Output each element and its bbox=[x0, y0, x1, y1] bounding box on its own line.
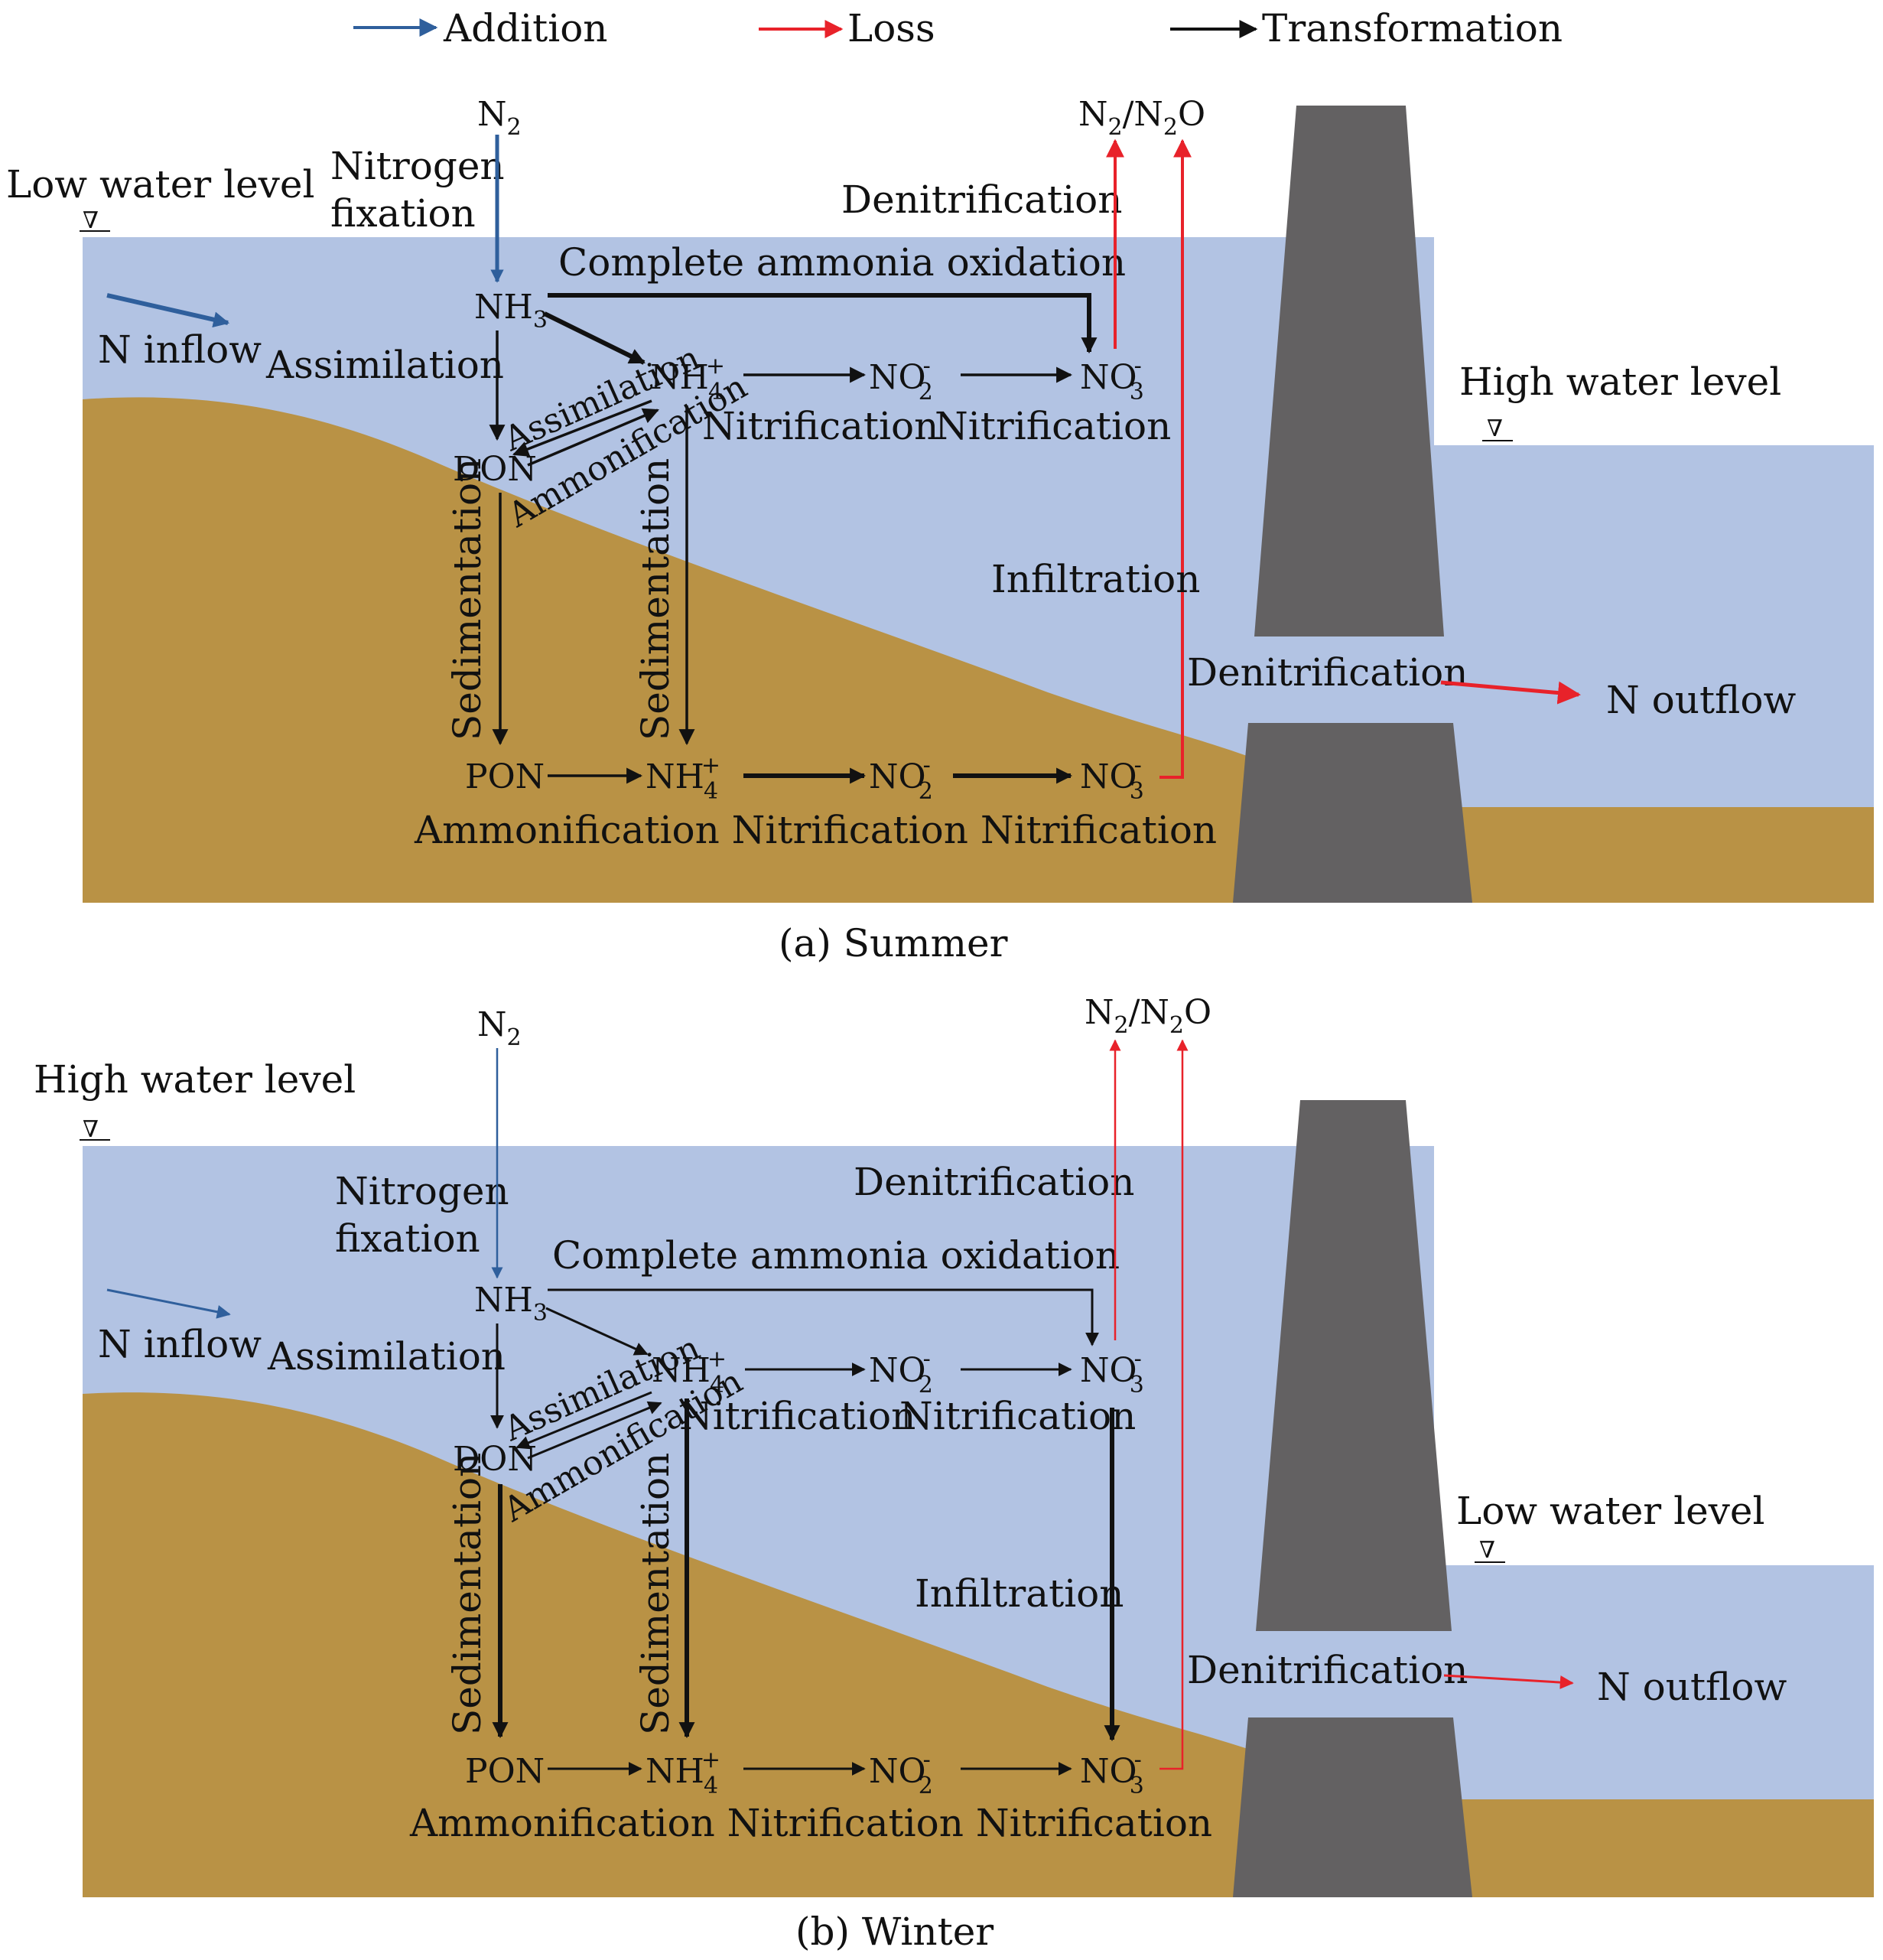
n-inflow-label: N inflow bbox=[98, 327, 262, 372]
panel-winter: High water level ∇ Low water level ∇ N2 … bbox=[34, 993, 1874, 1954]
high-water-level-label: High water level bbox=[1459, 360, 1781, 404]
gas-product: N2/N2O bbox=[1078, 95, 1205, 141]
low-water-level-label: Low water level bbox=[1456, 1489, 1765, 1533]
high-water-level-label: High water level bbox=[34, 1057, 356, 1102]
nitrogen-fixation-label: Nitrogen bbox=[330, 144, 505, 188]
assimilation-label: Assimilation bbox=[267, 1334, 506, 1379]
n-outflow-label: N outflow bbox=[1606, 678, 1796, 722]
no3-sediment-node: NO-3 bbox=[1080, 752, 1144, 805]
sedimentation-label: Sedimentation bbox=[445, 458, 489, 741]
nitrification-label: Nitrification bbox=[899, 1394, 1136, 1438]
no2-node: NO-2 bbox=[869, 1346, 933, 1398]
no2-sediment-node: NO-2 bbox=[869, 1747, 933, 1799]
comammox-arrow bbox=[548, 293, 1098, 354]
dam-lower-block bbox=[1233, 1717, 1472, 1897]
sediment-bed bbox=[83, 397, 1874, 903]
nh4-to-don-arrow bbox=[515, 1391, 652, 1450]
water-level-symbol: ∇ bbox=[83, 1116, 99, 1143]
panel-summer: Low water level ∇ High water level ∇ N2 … bbox=[6, 95, 1874, 965]
water-level-symbol: ∇ bbox=[83, 207, 99, 234]
nh3-to-nh4-arrow bbox=[543, 311, 646, 365]
comammox-arrow bbox=[548, 1288, 1099, 1346]
n-outflow-arrow bbox=[1443, 1674, 1574, 1690]
nh3-to-nh4-arrow bbox=[545, 1307, 649, 1356]
legend: Addition Loss Transformation bbox=[353, 6, 1563, 50]
nh4-sediment-node: NH+4 bbox=[646, 1747, 720, 1799]
sediment-bed bbox=[83, 1392, 1874, 1897]
dam-upper-block bbox=[1256, 1100, 1452, 1631]
nitrification-label: Nitrification bbox=[679, 1394, 915, 1438]
comammox-label: Complete ammonia oxidation bbox=[558, 240, 1126, 285]
legend-loss-label: Loss bbox=[847, 6, 935, 50]
nh4-sediment-node: NH+4 bbox=[646, 752, 720, 805]
no3-node: NO-3 bbox=[1080, 353, 1144, 405]
n-inflow-arrow bbox=[106, 1288, 231, 1319]
sedimentation-label: Sedimentation bbox=[633, 458, 678, 741]
sedimentation-label: Sedimentation bbox=[445, 1453, 489, 1735]
nitrogen-fixation-label: fixation bbox=[335, 1216, 480, 1261]
legend-addition-label: Addition bbox=[443, 6, 608, 50]
no3-sediment-node: NO-3 bbox=[1080, 1747, 1144, 1799]
infiltration-denitrification-arrow bbox=[1159, 138, 1192, 779]
don-to-nh4-arrow bbox=[527, 408, 659, 467]
denitrification-label: Denitrification bbox=[841, 177, 1122, 222]
don-to-nh4-arrow bbox=[527, 1401, 662, 1460]
denitrification-label: Denitrification bbox=[1187, 650, 1468, 695]
dam-lower-block bbox=[1233, 723, 1472, 903]
nh4-node: NH+4 bbox=[650, 353, 725, 405]
denitrification-label: Denitrification bbox=[1187, 1648, 1468, 1692]
nitrification-label: Nitrification bbox=[702, 404, 938, 448]
n-inflow-label: N inflow bbox=[98, 1322, 262, 1366]
nitrogen-fixation-label: fixation bbox=[330, 191, 476, 236]
assimilation-label: Assimilation bbox=[265, 343, 504, 387]
dam-upper-block bbox=[1254, 106, 1444, 637]
water-level-symbol: ∇ bbox=[1487, 415, 1503, 442]
nh3-node: NH3 bbox=[474, 1281, 548, 1327]
gas-product: N2/N2O bbox=[1085, 993, 1211, 1039]
legend-transformation-label: Transformation bbox=[1262, 6, 1563, 50]
bottom-process-labels: Ammonification Nitrification Nitrificati… bbox=[409, 1801, 1212, 1845]
no2-node: NO-2 bbox=[869, 353, 933, 405]
n-outflow-arrow bbox=[1440, 680, 1581, 705]
n-inflow-arrow bbox=[106, 293, 230, 328]
bottom-process-labels: Ammonification Nitrification Nitrificati… bbox=[414, 808, 1217, 852]
water-level-symbol: ∇ bbox=[1479, 1537, 1495, 1564]
n-outflow-label: N outflow bbox=[1597, 1665, 1787, 1709]
panel-caption: (a) Summer bbox=[779, 921, 1008, 965]
nitrogen-fixation-label: Nitrogen bbox=[335, 1169, 509, 1213]
n2-source: N2 bbox=[477, 1005, 522, 1051]
infiltration-label: Infiltration bbox=[991, 557, 1201, 601]
pon-node: PON bbox=[465, 757, 545, 796]
denitrification-label: Denitrification bbox=[854, 1160, 1134, 1204]
n2-source: N2 bbox=[477, 95, 522, 141]
sediment-denitrification-arrow bbox=[1159, 1039, 1189, 1770]
nh3-node: NH3 bbox=[474, 288, 548, 334]
nh4-node: NH+4 bbox=[652, 1346, 727, 1398]
no2-sediment-node: NO-2 bbox=[869, 752, 933, 805]
sedimentation-label: Sedimentation bbox=[633, 1453, 678, 1735]
nitrification-label: Nitrification bbox=[935, 404, 1171, 448]
no3-node: NO-3 bbox=[1080, 1346, 1144, 1398]
comammox-label: Complete ammonia oxidation bbox=[552, 1233, 1120, 1278]
infiltration-label: Infiltration bbox=[915, 1571, 1124, 1616]
panel-caption: (b) Winter bbox=[795, 1910, 994, 1954]
nh4-to-don-arrow bbox=[512, 399, 652, 457]
low-water-level-label: Low water level bbox=[6, 162, 315, 207]
pon-node: PON bbox=[465, 1752, 545, 1791]
